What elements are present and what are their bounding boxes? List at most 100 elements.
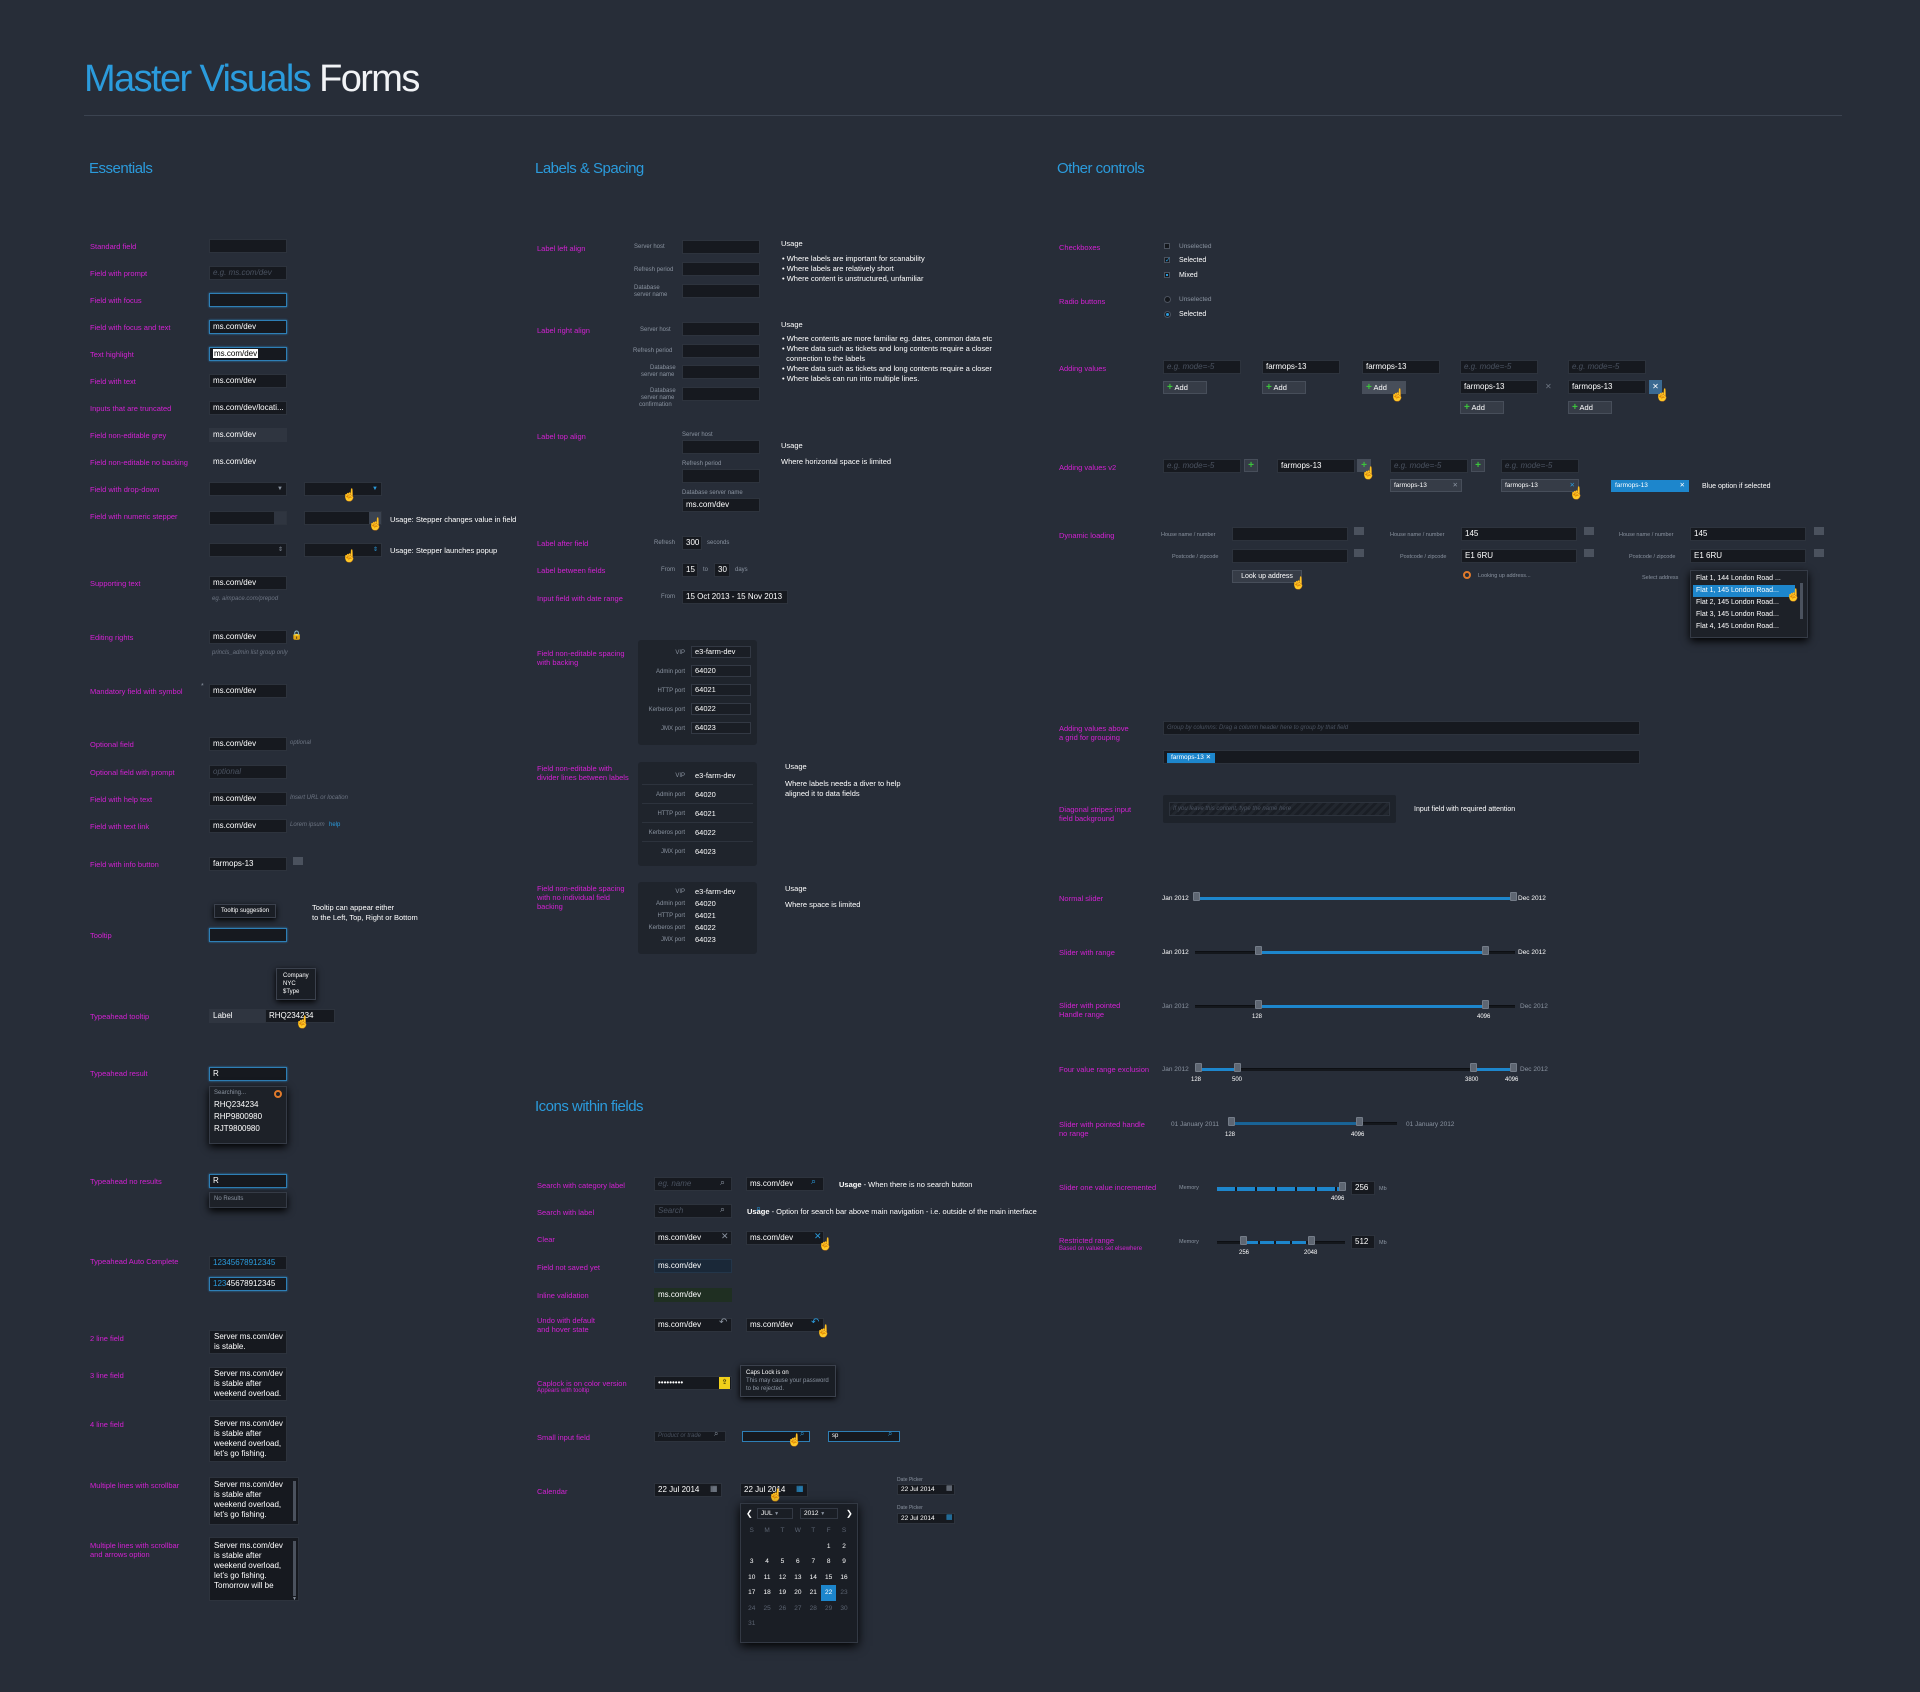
prev-month-icon[interactable]: ❮ (746, 1509, 753, 1518)
calendar-day[interactable]: 31 (748, 1620, 756, 1627)
checkbox-unselected[interactable] (1164, 243, 1170, 249)
stepper-field-hover[interactable] (304, 511, 382, 525)
seconds-field[interactable]: 300 (682, 536, 702, 550)
supporting-field[interactable]: ms.com/dev (209, 576, 287, 590)
small-input-field[interactable]: Product or trade (654, 1431, 726, 1442)
updown-icon[interactable]: ⇕ (372, 547, 378, 553)
info-icon[interactable] (1354, 527, 1364, 535)
calendar-day[interactable]: 11 (763, 1573, 771, 1581)
typeahead-result-item[interactable]: RHP9800980 (214, 1112, 263, 1121)
scrollbar[interactable] (1800, 583, 1803, 619)
top-db-field[interactable]: ms.com/dev (682, 498, 760, 512)
calendar-icon[interactable]: ▦ (946, 1514, 953, 1521)
house-field-3[interactable]: 145 (1690, 527, 1806, 541)
calendar-day[interactable]: 24 (748, 1604, 756, 1612)
refresh-field[interactable] (682, 262, 760, 276)
calendar-day[interactable]: 14 (809, 1573, 817, 1581)
calendar-day[interactable]: 25 (763, 1604, 771, 1612)
address-item-selected[interactable]: Flat 1, 145 London Road... (1693, 585, 1795, 597)
add-v2-field-3[interactable]: e.g. mode=-5 (1390, 459, 1468, 473)
info-icon[interactable] (1814, 549, 1824, 557)
info-icon[interactable] (1354, 549, 1364, 557)
address-item[interactable]: Flat 4, 145 London Road... (1696, 623, 1779, 630)
typeahead-no-results-field[interactable]: R (209, 1174, 287, 1188)
add-value-field-filled-2[interactable]: farmops-13 (1362, 360, 1440, 374)
stepper-field[interactable] (209, 511, 287, 525)
postcode-field[interactable] (1232, 549, 1348, 563)
search-icon[interactable]: ⌕ (720, 1204, 726, 1214)
prompt-field[interactable]: e.g. ms.com/dev (209, 266, 287, 280)
add-button-hover[interactable]: + Add (1362, 381, 1406, 394)
small-input-text[interactable]: sp (828, 1431, 900, 1442)
calendar-day[interactable]: 13 (794, 1573, 802, 1581)
category-search-field[interactable]: eg. name (654, 1177, 732, 1191)
added-tag-selected[interactable]: farmops-13✕ (1611, 480, 1689, 492)
dropdown-field-hover[interactable]: ▼ (304, 482, 382, 496)
date-range-field[interactable]: 15 Oct 2013 - 15 Nov 2013 (682, 590, 788, 604)
refresh-field-2[interactable] (682, 344, 760, 358)
date-picker-small-hover[interactable]: 22 Jul 2014 (897, 1513, 955, 1524)
memory-value-field[interactable]: 256 (1351, 1181, 1375, 1195)
slider-handle[interactable] (1510, 892, 1517, 901)
slider-increment-track[interactable] (1217, 1187, 1345, 1191)
added-tag-hover[interactable]: farmops-13✕ (1501, 479, 1579, 492)
slider-handle[interactable] (1308, 1236, 1315, 1245)
typeahead-result-field[interactable]: R (209, 1067, 287, 1081)
add-button[interactable]: + Add (1568, 401, 1612, 414)
calendar-day[interactable]: 20 (794, 1589, 802, 1596)
postcode-field-2[interactable]: E1 6RU (1461, 549, 1577, 563)
add-plus-button[interactable]: + (1471, 459, 1485, 472)
add-v2-field-4[interactable]: e.g. mode=-5 (1501, 459, 1579, 473)
slider-handle[interactable] (1193, 892, 1200, 901)
small-input-focus[interactable] (742, 1431, 810, 1442)
focus-field[interactable] (209, 293, 287, 307)
add-value-field[interactable]: e.g. mode=-5 (1163, 360, 1241, 374)
radio-selected[interactable] (1164, 311, 1171, 318)
add-v2-field[interactable]: e.g. mode=-5 (1163, 459, 1241, 473)
chevron-down-icon[interactable]: ▼ (292, 1596, 297, 1601)
calendar-day[interactable]: 27 (794, 1604, 802, 1612)
text-field[interactable]: ms.com/dev (209, 374, 287, 388)
scrollbar[interactable] (293, 1541, 296, 1596)
standard-field[interactable] (209, 239, 287, 253)
address-item[interactable]: Flat 2, 145 London Road... (1696, 599, 1779, 606)
server-host-field-2[interactable] (682, 322, 760, 336)
typeahead-label-select[interactable]: Label (209, 1009, 265, 1023)
stripes-field[interactable]: If you leave this content, type the name… (1169, 802, 1390, 816)
typeahead-result-item[interactable]: RJT9800980 (214, 1124, 260, 1133)
optional-field[interactable]: ms.com/dev (209, 737, 287, 751)
stepper-popup-field[interactable]: ⇕ (209, 543, 287, 557)
db-field-2[interactable] (682, 365, 760, 379)
undo-field-hover[interactable]: ms.com/dev (746, 1318, 824, 1332)
slider-handle[interactable] (1482, 946, 1489, 955)
slider-handle[interactable] (1356, 1117, 1363, 1126)
calendar-day[interactable]: 12 (778, 1573, 787, 1581)
search-icon[interactable]: ⌕ (811, 1176, 817, 1186)
group-tags-field[interactable]: farmops-13 ✕ (1163, 750, 1640, 764)
calendar-day[interactable]: 29 (825, 1604, 833, 1612)
checkbox-selected[interactable]: ✓ (1164, 257, 1171, 264)
calendar-icon[interactable]: ▦ (710, 1484, 718, 1493)
search-label-field[interactable]: Search (654, 1204, 732, 1218)
stepper-icon[interactable] (274, 512, 286, 524)
calendar-day[interactable]: 1 (826, 1542, 831, 1550)
month-select[interactable]: JUL ▼ (757, 1508, 793, 1519)
slider-handle[interactable] (1255, 1000, 1262, 1009)
search-icon[interactable]: ⌕ (720, 1177, 726, 1187)
year-select[interactable]: 2012 ▼ (800, 1508, 838, 1519)
calendar-icon[interactable]: ▦ (796, 1484, 804, 1493)
calendar-day[interactable]: 6 (796, 1558, 800, 1565)
help-link[interactable]: help (329, 822, 341, 828)
add-button[interactable]: + Add (1163, 381, 1207, 394)
text-link-field[interactable]: ms.com/dev (209, 819, 287, 833)
autocomplete-field-focused[interactable]: 12345678912345 (209, 1277, 287, 1291)
undo-field[interactable]: ms.com/dev (654, 1318, 732, 1332)
search-icon[interactable]: ⌕ (714, 1429, 719, 1438)
clear-field[interactable]: ms.com/dev (654, 1231, 732, 1245)
slider-handle[interactable] (1339, 1182, 1346, 1191)
calendar-day[interactable]: 21 (809, 1589, 817, 1596)
group-tag[interactable]: farmops-13 ✕ (1167, 753, 1216, 763)
